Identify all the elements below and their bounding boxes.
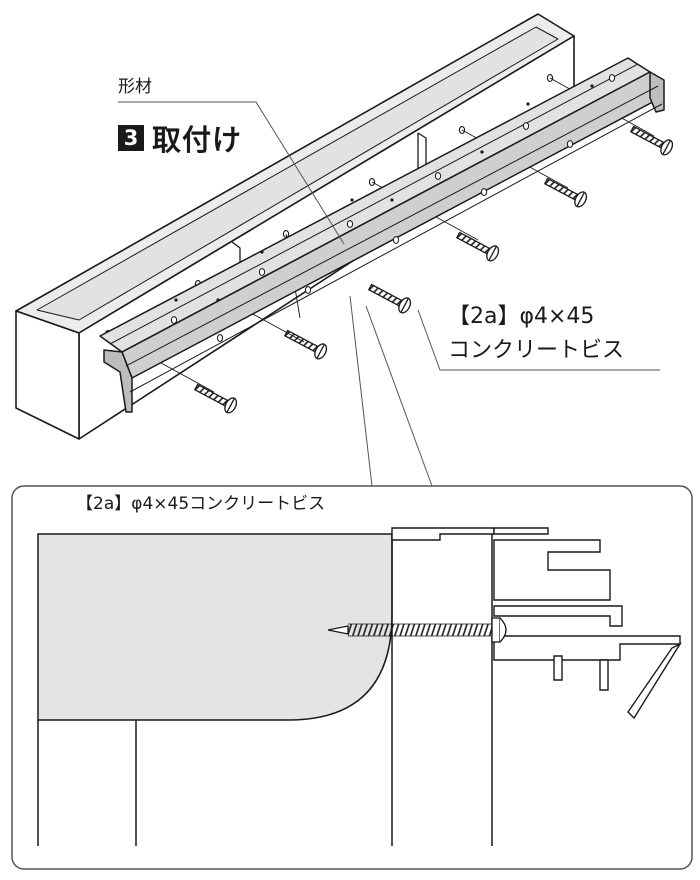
section-detail	[11, 485, 693, 870]
step-heading: 3 取付け	[118, 117, 242, 159]
screw-2	[543, 177, 588, 208]
screw-3	[455, 231, 500, 262]
screw-5	[283, 329, 328, 360]
screw-1	[629, 125, 674, 156]
concrete-screws	[193, 125, 674, 414]
screw-spec-label-line1: 【2a】φ4×45	[448, 304, 595, 329]
detail-screw-label: 【2a】φ4×45コンクリートビス	[76, 494, 326, 514]
step-number-badge: 3	[118, 125, 144, 151]
detail-screw	[327, 617, 507, 643]
profile-label: 形材	[118, 77, 152, 97]
screw-6	[193, 383, 238, 414]
aluminum-profile-rail	[99, 57, 665, 413]
screw-spec-label-line2: コンクリートビス	[448, 338, 625, 363]
screw-4	[367, 283, 412, 314]
step-title: 取付け	[152, 123, 243, 157]
